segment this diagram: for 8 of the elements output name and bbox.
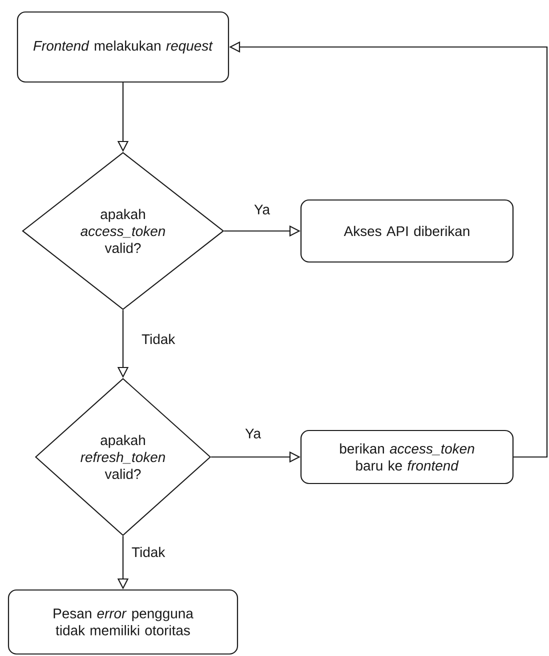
edge-label: Tidak xyxy=(140,332,176,346)
edge-label: Ya xyxy=(244,428,262,440)
process-box: Frontend melakukan request xyxy=(16,11,230,83)
process-box: Akses API diberikan xyxy=(300,199,514,263)
edge-label: Ya xyxy=(252,204,271,216)
edge-label: Tidak xyxy=(130,546,166,558)
process-box: Pesan error pengguna tidak memiliki otoritas xyxy=(8,589,238,655)
process-box: berikan access_token baru ke frontend xyxy=(300,430,514,484)
